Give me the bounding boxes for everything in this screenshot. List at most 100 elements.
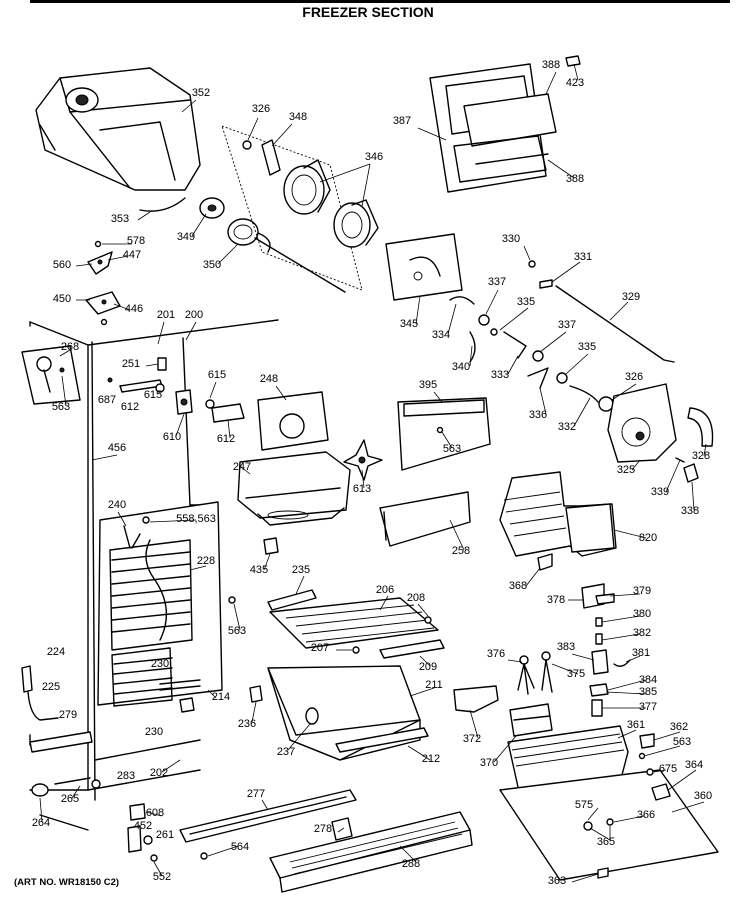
callout-381: 381 (632, 647, 650, 659)
callout-456: 456 (108, 442, 126, 454)
callout-353: 353 (111, 213, 129, 225)
callout-368: 368 (509, 580, 527, 592)
air-duct-247-248 (237, 391, 351, 526)
callout-350: 350 (203, 259, 221, 271)
callout-330: 330 (502, 233, 520, 245)
callout-387: 387 (393, 115, 411, 127)
channel-279-202 (29, 731, 201, 761)
mounting-plate-360 (499, 725, 719, 881)
callout-224: 224 (47, 646, 65, 658)
callout-337: 337 (488, 276, 506, 288)
callout-366: 366 (637, 809, 655, 821)
callout-348: 348 (289, 111, 307, 123)
clip-368 (537, 553, 553, 571)
callout-388: 388 (566, 173, 584, 185)
guard-258 (379, 491, 471, 547)
callout-345: 345 (400, 318, 418, 330)
motor-plate-345 (385, 233, 463, 301)
callout-563: 563 (443, 443, 461, 455)
light-socket-268 (21, 345, 81, 405)
callout-228: 228 (197, 555, 215, 567)
callout-325: 325 (617, 464, 635, 476)
callout-326: 326 (252, 103, 270, 115)
callout-333: 333 (491, 369, 509, 381)
water-valve-parts (517, 583, 631, 717)
callout-687: 687 (98, 394, 116, 406)
callout-332: 332 (558, 421, 576, 433)
callout-335: 335 (578, 341, 596, 353)
callout-261: 261 (156, 829, 174, 841)
callout-339: 339 (651, 486, 669, 498)
callout-235: 235 (292, 564, 310, 576)
shaft-329-331 (528, 260, 675, 363)
callout-377: 377 (639, 701, 657, 713)
callout-237: 237 (277, 746, 295, 758)
callout-225: 225 (42, 681, 60, 693)
callout-558-563: 558,563 (176, 513, 216, 525)
thermostat-brackets (107, 357, 245, 423)
callout-388: 388 (542, 59, 560, 71)
bracket-372 (453, 685, 499, 713)
callout-362: 362 (670, 721, 688, 733)
callout-349: 349 (177, 231, 195, 243)
callout-352: 352 (192, 87, 210, 99)
section-title: FREEZER SECTION (302, 4, 433, 20)
callout-382: 382 (633, 627, 651, 639)
callout-395: 395 (419, 379, 437, 391)
callout-578: 578 (127, 235, 145, 247)
callout-277: 277 (247, 788, 265, 800)
callout-268: 268 (61, 341, 79, 353)
callout-265: 265 (61, 793, 79, 805)
defrost-heater-224-225 (21, 665, 59, 721)
callout-247: 247 (233, 461, 251, 473)
callout-450: 450 (53, 293, 71, 305)
ice-maker-820 (499, 471, 617, 557)
freezer-pan-211 (267, 665, 429, 761)
callout-240: 240 (108, 499, 126, 511)
linkage-333-340 (449, 296, 599, 403)
callout-331: 331 (574, 251, 592, 263)
callout-201: 201 (157, 309, 175, 321)
callout-207: 207 (311, 642, 329, 654)
callout-452: 452 (134, 820, 152, 832)
cropped-models-heading (30, 0, 730, 3)
callout-278: 278 (314, 823, 332, 835)
callout-208: 208 (407, 592, 425, 604)
callout-360: 360 (694, 790, 712, 802)
callout-380: 380 (633, 608, 651, 620)
callout-372: 372 (463, 733, 481, 745)
ice-maker-motor-325 (598, 383, 677, 463)
callout-236: 236 (238, 718, 256, 730)
callout-328: 328 (692, 450, 710, 462)
callout-552: 552 (153, 871, 171, 883)
callout-612: 612 (121, 401, 139, 413)
control-bracket-395 (397, 397, 491, 471)
grille-288 (269, 811, 473, 893)
fasteners-361-364 (638, 733, 671, 801)
callout-563: 563 (52, 401, 70, 413)
callout-615: 615 (208, 369, 226, 381)
callout-200: 200 (185, 309, 203, 321)
valve-solenoid-370 (509, 703, 553, 737)
callout-279: 279 (59, 709, 77, 721)
callout-335: 335 (517, 296, 535, 308)
callout-337: 337 (558, 319, 576, 331)
slide-rail-277 (179, 789, 357, 860)
callout-209: 209 (419, 661, 437, 673)
leader-lines (39, 63, 707, 883)
auger-parts-349-350 (199, 197, 346, 293)
bucket-clip-353 (139, 197, 186, 212)
spring-423 (565, 55, 581, 67)
callout-212: 212 (422, 753, 440, 765)
callout-435: 435 (250, 564, 268, 576)
evaporator-cover-214 (97, 501, 223, 713)
callout-612: 612 (217, 433, 235, 445)
auger-assembly-346 (221, 125, 379, 291)
bail-arm-328 (675, 407, 714, 483)
ice-door-387 (429, 63, 557, 193)
callout-675: 675 (659, 763, 677, 775)
callout-230: 230 (145, 726, 163, 738)
callout-361: 361 (627, 719, 645, 731)
callout-346: 346 (365, 151, 383, 163)
